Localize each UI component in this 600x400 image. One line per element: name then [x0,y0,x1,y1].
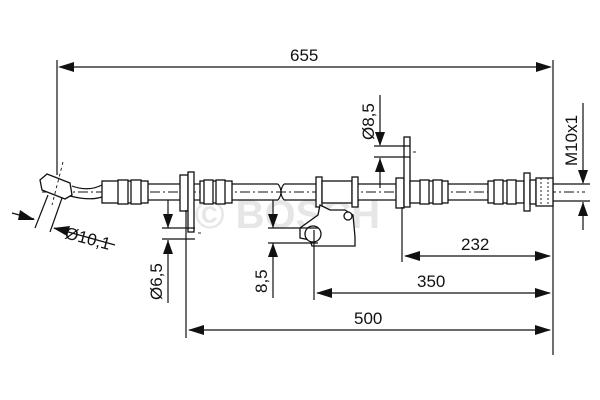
left-banjo-fitting [39,173,73,200]
dim-6-5-label: Ø6,5 [147,263,166,300]
dimension-500: 500 [185,210,551,338]
thread-label: M10x1 [562,115,581,166]
dim-655-label: 655 [290,46,318,65]
dim-232-label: 232 [461,235,489,254]
dim-500-label: 500 [354,309,382,328]
dim-diameter-8-5-label: Ø8,5 [359,103,378,140]
hose [39,136,554,247]
dimension-350: 350 [313,230,551,300]
dimension-diameter-6-5: Ø6,5 [147,200,201,303]
dimension-diameter-8-5: Ø8,5 [359,95,416,188]
dimension-232: 232 [401,207,551,262]
dimension-thread: M10x1 [553,103,590,230]
dimension-diameter-10-1: Ø10,1 [11,194,116,254]
dim-10-1-label: Ø10,1 [63,224,113,254]
dim-8-5-label: 8,5 [252,269,271,293]
dimension-8-5: 8,5 [252,200,318,298]
dim-350-label: 350 [417,272,445,291]
dimension-655: 655 [56,46,554,355]
